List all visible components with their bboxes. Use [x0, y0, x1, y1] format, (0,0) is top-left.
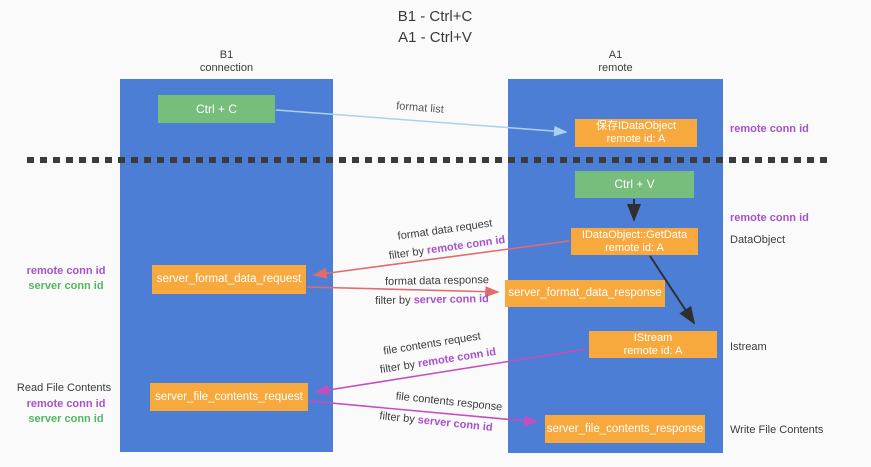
lane-header-a1: A1 remote: [508, 49, 723, 75]
file-contents-response-label: file contents response: [395, 390, 503, 414]
dashed-separator: [27, 157, 830, 163]
filter-by-prefix: filter by: [378, 410, 416, 426]
lane-header-b1: B1 connection: [120, 49, 333, 75]
server-file-contents-request-label: server_file_contents_request: [155, 390, 303, 403]
filter-by-prefix: filter by: [379, 358, 417, 377]
server-conn-id-keyword: server conn id: [417, 414, 494, 434]
ctrl-c-box: Ctrl + C: [158, 95, 275, 123]
write-file-contents-annotation: Write File Contents: [730, 424, 824, 436]
server-format-data-request-label: server_format_data_request: [156, 273, 302, 285]
filter-by-prefix: filter by: [375, 294, 411, 307]
remote-conn-id-annotation-top-right: remote conn id: [730, 123, 809, 135]
format-data-response-arrow: [306, 286, 500, 298]
left-conn-id-annotations-bottom: remote conn id server conn id: [14, 397, 118, 427]
server-conn-id-annotation-left-bottom: server conn id: [28, 413, 104, 425]
lane-b1-name: B1: [219, 49, 234, 61]
diagram-title: B1 - Ctrl+C A1 - Ctrl+V: [300, 6, 570, 48]
remote-conn-id-annotation-left-top: remote conn id: [26, 265, 106, 277]
title-line-2: A1 - Ctrl+V: [398, 29, 472, 46]
getdata-line1: IDataObject::GetData: [581, 228, 688, 241]
remote-conn-id-annotation-mid-right: remote conn id: [730, 212, 809, 224]
lane-a1-role: remote: [598, 62, 633, 74]
save-idataobject-line2: remote id: A: [606, 133, 666, 145]
ctrl-c-label: Ctrl + C: [195, 101, 237, 116]
server-file-contents-response-box: server_file_contents_response: [545, 415, 705, 443]
istream-box: IStream remote id: A: [589, 331, 717, 358]
istream-line2: remote id: A: [623, 344, 683, 357]
lane-a1-name: A1: [608, 49, 623, 61]
remote-conn-id-annotation-left-bottom: remote conn id: [26, 398, 106, 410]
left-conn-id-annotations-top: remote conn id server conn id: [14, 264, 118, 294]
save-idataobject-line1: 保存IDataObject: [595, 120, 677, 132]
server-format-data-response-box: server_format_data_response: [505, 280, 665, 307]
remote-conn-id-keyword: remote conn id: [426, 233, 506, 257]
format-list-label: format list: [395, 100, 445, 116]
ctrl-v-label: Ctrl + V: [614, 177, 655, 191]
save-idataobject-box: 保存IDataObject remote id: A: [575, 119, 697, 147]
server-conn-id-keyword: server conn id: [413, 293, 489, 307]
lane-b1-role: connection: [199, 62, 254, 74]
idataobject-getdata-box: IDataObject::GetData remote id: A: [571, 228, 698, 255]
istream-annotation: Istream: [730, 341, 767, 353]
server-conn-id-annotation-left-top: server conn id: [28, 280, 104, 292]
format-data-response-label: format data response: [384, 274, 490, 288]
read-file-contents-annotation: Read File Contents: [16, 382, 112, 394]
dataobject-annotation: DataObject: [730, 234, 786, 246]
title-line-1: B1 - Ctrl+C: [397, 8, 473, 25]
filter-by-prefix: filter by: [388, 245, 425, 263]
server-file-contents-request-box: server_file_contents_request: [150, 383, 308, 411]
server-file-contents-response-label: server_file_contents_response: [546, 422, 704, 435]
ctrl-v-box: Ctrl + V: [575, 171, 694, 198]
server-format-data-response-label: server_format_data_response: [508, 287, 662, 299]
istream-line1: IStream: [633, 331, 673, 344]
server-format-data-request-box: server_format_data_request: [152, 265, 306, 294]
getdata-line2: remote id: A: [605, 241, 664, 254]
